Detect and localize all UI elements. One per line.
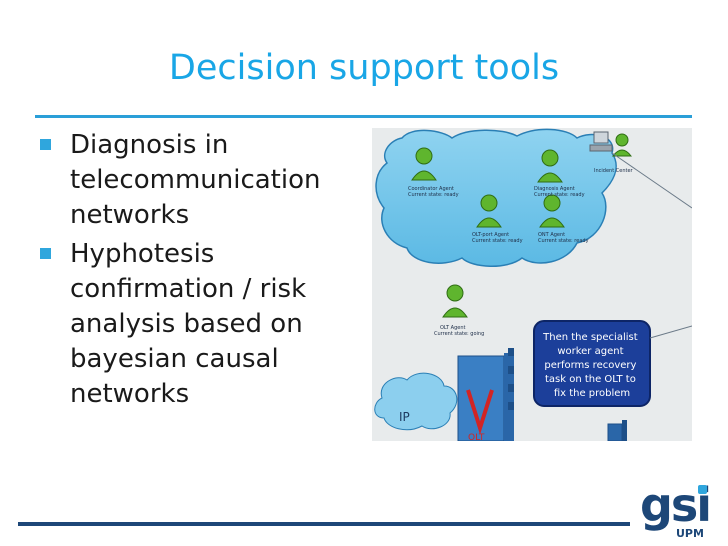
bullet-square-icon (40, 139, 51, 150)
person-icon (411, 147, 437, 181)
agent-label: OLT Agent (440, 325, 466, 331)
bullet-line: telecommunication (70, 165, 321, 195)
person-icon (537, 149, 563, 183)
olt-device-icon (457, 348, 514, 441)
gsi-logo: gsi UPM (640, 479, 716, 541)
callout-text: Then the specialist worker agent perform… (542, 332, 641, 399)
agent-label: OLT-port Agent (472, 232, 509, 238)
callout-line: performs recovery (544, 360, 636, 371)
person-icon (442, 284, 468, 318)
logo-dot-icon (698, 485, 707, 494)
person-icon (539, 194, 565, 228)
ip-label: IP (399, 410, 410, 424)
computer-icon (589, 131, 633, 157)
callout-line: fix the problem (554, 388, 630, 399)
server-icon (607, 420, 627, 441)
bullet-line: networks (70, 200, 190, 230)
bullet-list: Diagnosis in telecommunication networks … (38, 128, 358, 416)
callout-bubble (533, 320, 651, 407)
network-diagram: Coordinator Agent Current state: ready D… (374, 128, 692, 441)
agent-label: Diagnosis Agent (534, 186, 575, 192)
person-icon (476, 194, 502, 228)
title-underline (35, 115, 692, 118)
footer-rule (18, 522, 630, 526)
logo-subtext: UPM (676, 527, 704, 540)
agent-state: Current state: ready (534, 192, 585, 198)
bullet-line: confirmation / risk (70, 274, 307, 304)
callout-line: Then the specialist (542, 332, 638, 343)
agent-label: ONT Agent (538, 232, 565, 238)
network-diagram-figure: Coordinator Agent Current state: ready D… (372, 128, 692, 441)
bullet-line: Hyphotesis (70, 239, 215, 269)
connector-line (649, 325, 692, 339)
callout-line: task on the OLT to (545, 374, 636, 385)
bullet-line: analysis based on (70, 309, 303, 339)
agent-state: Current state: ready (408, 192, 459, 198)
callout-line: worker agent (557, 346, 623, 357)
bullet-square-icon (40, 248, 51, 259)
bullet-hypothesis: Hyphotesis confirmation / risk analysis … (38, 237, 358, 412)
connector-line (611, 152, 692, 209)
slide-title: Decision support tools (168, 48, 560, 88)
olt-label: OLT (468, 433, 485, 441)
bullet-line: Diagnosis in (70, 130, 229, 160)
agent-label: Coordinator Agent (408, 186, 454, 192)
incident-center-label: Incident Center (594, 168, 634, 174)
bullet-line: networks (70, 379, 190, 409)
bullet-line: bayesian causal (70, 344, 279, 374)
agent-state: Current state: ready (472, 238, 523, 244)
agent-state: Current state: going (434, 331, 484, 337)
bullet-diagnosis: Diagnosis in telecommunication networks (38, 128, 358, 233)
agent-state: Current state: ready (538, 238, 589, 244)
ip-cloud-shape (374, 372, 458, 431)
